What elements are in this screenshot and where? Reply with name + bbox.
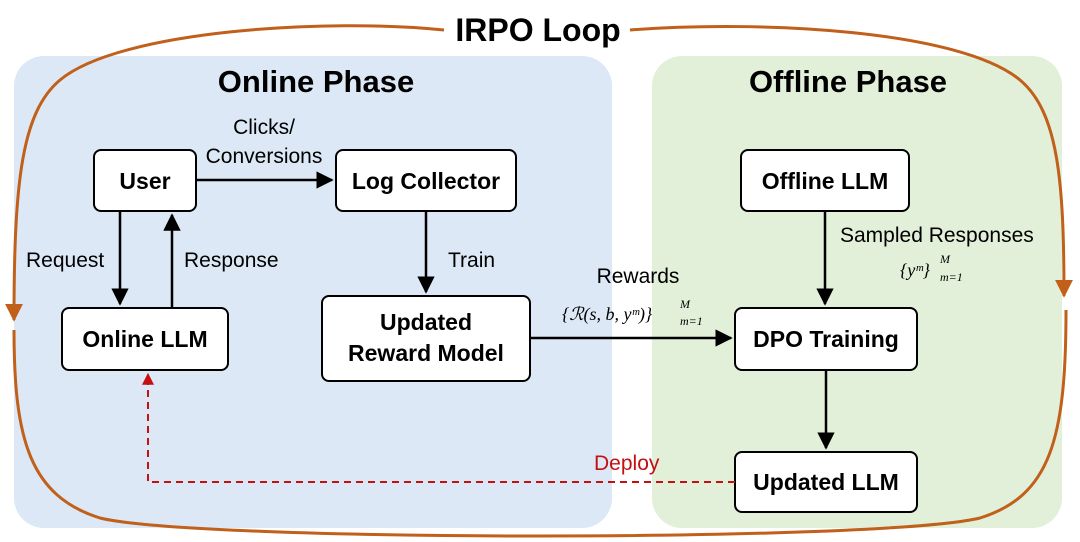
sampled-formula-sub: m=1 xyxy=(940,270,963,284)
log-collector-node-label: Log Collector xyxy=(352,168,500,194)
reward-model-node-label-1: Updated xyxy=(380,309,472,335)
offline-phase-title: Offline Phase xyxy=(749,64,947,99)
irpo-loop-bottom xyxy=(12,309,1068,538)
online-phase-panel xyxy=(14,56,612,528)
reward-model-node-label-2: Reward Model xyxy=(348,340,504,366)
loop-title: IRPO Loop xyxy=(455,12,620,48)
arrow-deploy xyxy=(142,372,735,483)
dpo-training-node-label: DPO Training xyxy=(753,326,899,352)
rewards-formula-sup: M xyxy=(679,297,691,311)
clicks-label-2: Conversions xyxy=(206,145,323,168)
online-llm-node xyxy=(61,307,229,371)
rewards-formula-sub: m=1 xyxy=(680,314,703,328)
rewards-formula: {ℛ(s, b, yᵐ)} xyxy=(562,304,653,325)
train-label: Train xyxy=(448,249,495,272)
irpo-loop-top-left xyxy=(5,24,445,322)
rewards-label: Rewards xyxy=(597,265,680,288)
irpo-loop-top-right xyxy=(629,25,1073,298)
updated-llm-node-label: Updated LLM xyxy=(753,469,899,495)
sampled-formula-sup: M xyxy=(939,252,951,266)
offline-llm-node-label: Offline LLM xyxy=(762,168,888,194)
user-node-label: User xyxy=(119,168,170,194)
request-label: Request xyxy=(26,249,104,272)
sampled-formula: {yᵐ} xyxy=(900,260,931,280)
clicks-label-1: Clicks/ xyxy=(233,116,295,139)
sampled-responses-label: Sampled Responses xyxy=(840,224,1034,247)
online-phase-title: Online Phase xyxy=(218,64,414,99)
deploy-label: Deploy xyxy=(594,452,660,475)
online-llm-node-label: Online LLM xyxy=(82,326,207,352)
response-label: Response xyxy=(184,249,279,272)
